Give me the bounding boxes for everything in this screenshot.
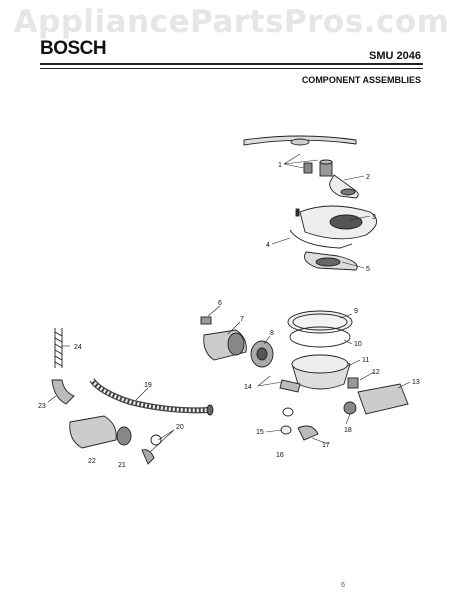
leader-lines <box>47 153 411 453</box>
callout-6: 6 <box>218 300 222 307</box>
sump-ring-part <box>287 310 353 348</box>
sump-part <box>279 354 351 393</box>
callout-15: 15 <box>256 429 264 436</box>
callout-8: 8 <box>270 330 274 337</box>
valve-assembly-part <box>343 377 409 415</box>
watermark: AppliancePartsPros.com <box>13 4 450 40</box>
callout-23: 23 <box>38 403 46 410</box>
callout-1: 1 <box>278 162 282 169</box>
spring-hose-part <box>54 328 63 368</box>
callout-12: 12 <box>372 369 380 376</box>
callout-18: 18 <box>344 427 352 434</box>
callout-14: 14 <box>244 384 252 391</box>
callout-7: 7 <box>240 316 244 323</box>
fine-filter-part <box>304 251 358 271</box>
callout-11: 11 <box>362 357 369 364</box>
filter-part <box>329 174 359 199</box>
callout-4: 4 <box>266 242 270 249</box>
callout-13: 13 <box>412 379 420 386</box>
callout-24: 24 <box>74 344 82 351</box>
callout-16: 16 <box>276 452 284 459</box>
model-number: SMU 2046 <box>369 50 421 62</box>
drain-pump-part <box>69 415 162 465</box>
callout-labels: 1 2 3 4 5 6 7 8 9 10 11 12 13 14 15 16 1… <box>38 162 420 469</box>
spray-arm-part <box>243 135 357 177</box>
callout-10: 10 <box>354 341 362 348</box>
callout-21: 21 <box>118 462 126 469</box>
callout-22: 22 <box>88 458 96 465</box>
elbow-part <box>51 379 75 405</box>
section-title: COMPONENT ASSEMBLIES <box>301 75 421 85</box>
callout-20: 20 <box>176 424 184 431</box>
callout-5: 5 <box>366 266 370 273</box>
callout-19: 19 <box>144 382 152 389</box>
pump-motor-part <box>203 329 247 361</box>
header-rule-thin <box>40 68 423 69</box>
clip-part <box>200 316 212 325</box>
header-rule <box>40 63 423 65</box>
callout-3: 3 <box>372 214 376 221</box>
filter-housing-part <box>289 205 377 249</box>
impeller-housing-part <box>250 340 274 368</box>
callout-2: 2 <box>366 174 370 181</box>
callout-17: 17 <box>322 442 330 449</box>
small-parts <box>280 407 319 441</box>
callout-9: 9 <box>354 308 358 315</box>
footer-code: 6 <box>341 582 345 589</box>
brand-logo: BOSCH <box>40 38 107 59</box>
drain-hose-part <box>89 378 214 416</box>
